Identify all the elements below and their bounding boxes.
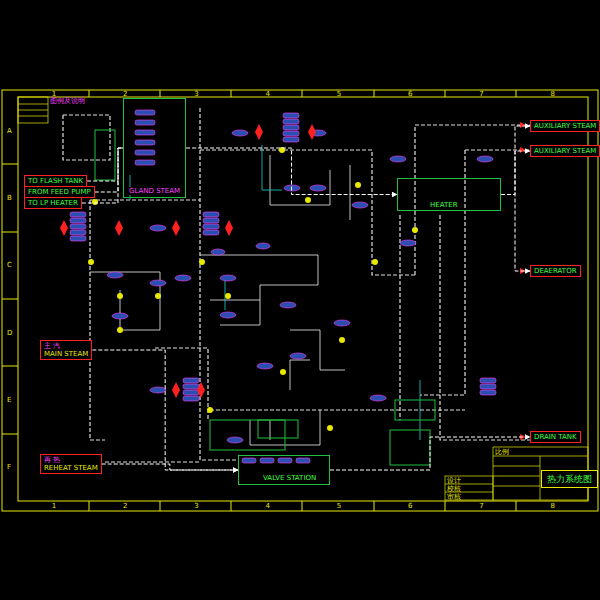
legend-table (18, 97, 48, 123)
grid-reference: D (7, 329, 12, 337)
flow-arrows (520, 122, 526, 440)
grid-reference: A (7, 127, 12, 135)
node-text: VALVE STATION (261, 474, 318, 482)
grid-reference: 2 (123, 502, 127, 510)
terminal-box: AUXILIARY STEAM (530, 120, 600, 132)
title-block: 热力系统图 (541, 470, 598, 488)
terminal-box: AUXILIARY STEAM (530, 145, 600, 157)
node-text: FROM FEED PUMP (28, 188, 91, 196)
title-block-text: 设计 (447, 477, 461, 485)
title-block-text: 比例 (495, 448, 509, 456)
grid-reference: 4 (265, 502, 269, 510)
grid-reference: 7 (479, 90, 483, 98)
grid-reference: 5 (337, 90, 341, 98)
node-text: TO FLASH TANK (28, 177, 83, 185)
pipe-connector (186, 148, 397, 195)
outer-border (2, 90, 598, 511)
node-text: TO LP HEATER (28, 199, 78, 207)
grid-reference: 1 (52, 90, 56, 98)
equipment-group: VALVE STATION (238, 455, 330, 485)
grid-reference: E (7, 396, 11, 404)
terminal-box: DEAERATOR (530, 265, 581, 277)
pipe-connector (102, 464, 238, 470)
grid-reference: 5 (337, 502, 341, 510)
node-text: AUXILIARY STEAM (534, 122, 596, 130)
node-text: REHEAT STEAM (44, 464, 98, 472)
pipe-connector (501, 151, 530, 195)
pipe-connector (330, 437, 530, 470)
pipe-lines (63, 108, 530, 462)
equipment-group: GLAND STEAM (123, 98, 186, 198)
equipment-group: HEATER (397, 178, 501, 211)
instrument-tags (107, 130, 493, 443)
title-block-text: 图例及说明 (50, 97, 85, 105)
node-text: 热力系统图 (547, 474, 592, 484)
grid-ticks (2, 90, 516, 511)
node-text: DEAERATOR (534, 267, 577, 275)
title-block-text: 审核 (447, 493, 461, 501)
branch-lines (90, 155, 350, 445)
node-text: HEATER (428, 201, 460, 209)
node-text: MAIN STEAM (44, 350, 88, 358)
node-text: GLAND STEAM (127, 187, 182, 195)
junction-dots (88, 147, 418, 431)
grid-reference: 7 (479, 502, 483, 510)
equipment-outlines (95, 130, 435, 465)
grid-reference: 8 (550, 90, 554, 98)
node-text: 再 热 (44, 456, 98, 464)
title-block-text: 校核 (447, 485, 461, 493)
grid-reference: 8 (550, 502, 554, 510)
grid-reference: 6 (408, 502, 412, 510)
terminal-box: 再 热REHEAT STEAM (40, 454, 102, 474)
grid-reference: 3 (194, 90, 198, 98)
grid-reference: 1 (52, 502, 56, 510)
node-text: 主 汽 (44, 342, 88, 350)
grid-reference: C (7, 261, 12, 269)
terminal-box: 主 汽MAIN STEAM (40, 340, 92, 360)
grid-reference: F (7, 463, 11, 471)
grid-reference: 6 (408, 90, 412, 98)
grid-reference: 2 (123, 90, 127, 98)
pipe-connector (95, 148, 123, 192)
grid-reference: B (7, 194, 12, 202)
tag-stacks (70, 110, 496, 463)
node-text: AUXILIARY STEAM (534, 147, 596, 155)
terminal-box: DRAIN TANK (530, 431, 581, 443)
grid-reference: 4 (265, 90, 269, 98)
pipe-connector (501, 195, 530, 272)
valve-symbols (60, 124, 316, 398)
inner-border (18, 97, 588, 501)
grid-reference: 3 (194, 502, 198, 510)
pipe-connector (501, 126, 530, 195)
terminal-box: TO LP HEATER (24, 197, 82, 209)
pipe-connector (92, 350, 238, 470)
node-text: DRAIN TANK (534, 433, 577, 441)
